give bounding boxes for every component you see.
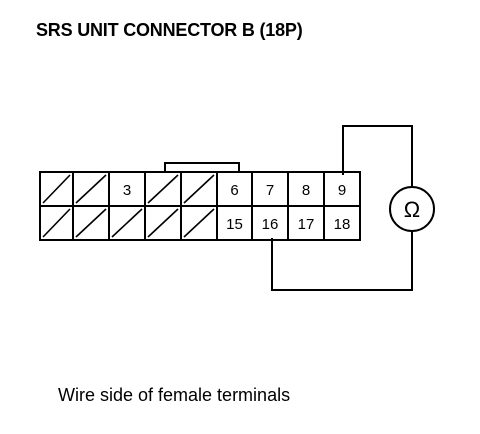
- terminal-number-16: 16: [262, 216, 279, 233]
- terminal-number-17: 17: [298, 216, 315, 233]
- terminal-cell-bottom-7: [251, 205, 289, 241]
- unused-cavity-hatch: [147, 174, 179, 204]
- terminal-number-8: 8: [302, 182, 310, 199]
- unused-cavity-hatch: [147, 208, 179, 238]
- terminal-number-18: 18: [334, 216, 351, 233]
- terminal-cell-top-8: [287, 171, 325, 207]
- unused-cavity-hatch: [42, 208, 71, 238]
- unused-cavity-hatch: [75, 174, 107, 204]
- unused-cavity-hatch: [183, 208, 215, 238]
- terminal-number-15: 15: [226, 216, 243, 233]
- terminal-cell-top-6: [216, 171, 253, 207]
- terminal-cell-bottom-9: [323, 205, 361, 241]
- terminal-number-7: 7: [266, 182, 274, 199]
- terminal-cell-bottom-8: [287, 205, 325, 241]
- terminal-number-6: 6: [230, 182, 238, 199]
- unused-cavity-hatch: [42, 174, 71, 204]
- connector-cells: 3 6 7 8 9 15 16 17 18: [39, 171, 361, 241]
- ohmmeter-icon: Ω: [389, 186, 435, 232]
- terminal-number-9: 9: [338, 182, 346, 199]
- ohm-symbol: Ω: [404, 197, 420, 222]
- diagram-title: SRS UNIT CONNECTOR B (18P): [36, 20, 303, 40]
- terminal-cell-bottom-6: [216, 205, 253, 241]
- terminal-number-3: 3: [123, 182, 131, 199]
- unused-cavity-hatch: [75, 208, 107, 238]
- probe-wire-terminal-16: [271, 231, 413, 291]
- probe-wire-terminal-9: [342, 125, 413, 186]
- caption: Wire side of female terminals: [58, 385, 291, 405]
- unused-cavity-hatch: [183, 174, 215, 204]
- unused-cavity-hatch: [111, 208, 143, 238]
